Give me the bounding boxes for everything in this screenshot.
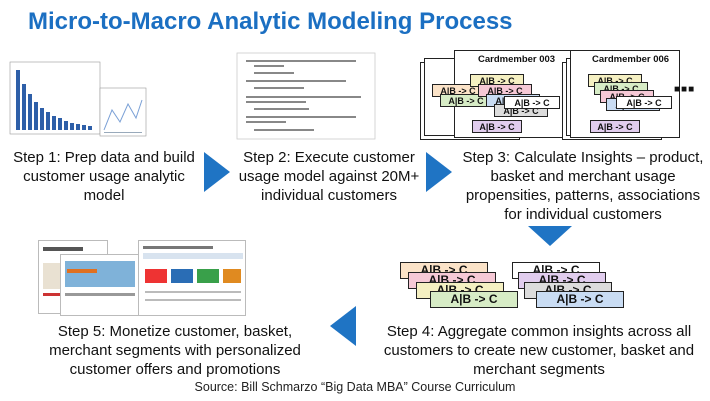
step3-text: Step 3: Calculate Insights – product, ba… xyxy=(462,149,704,223)
rule-chip: A|B -> C xyxy=(536,291,624,308)
step2-text: Step 2: Execute customer usage model aga… xyxy=(238,149,420,204)
step3-cardmember-stacks: Cardmember 003 A|B -> C A|B -> C A|B -> … xyxy=(420,48,700,143)
step1-chart-thumbnail xyxy=(8,60,148,138)
step5-offer-mockups xyxy=(38,240,248,320)
rule-chip: A|B -> C xyxy=(430,291,518,308)
step2-formula-document xyxy=(236,52,376,140)
arrow-left-icon xyxy=(330,306,356,346)
rule-chip: A|B -> C xyxy=(616,96,672,109)
arrow-right-icon xyxy=(204,152,230,192)
cardmember-006-title: Cardmember 006 xyxy=(592,54,670,65)
rule-chip: A|B -> C xyxy=(472,120,522,133)
arrow-right-icon xyxy=(426,152,452,192)
step4-aggregated-rules: A|B -> C A|B -> C A|B -> C A|B -> C A|B … xyxy=(400,262,640,314)
step1-text: Step 1: Prep data and build customer usa… xyxy=(13,149,195,204)
arrow-down-icon xyxy=(528,226,572,246)
offer-page-thumb xyxy=(60,254,140,316)
cardmember-003-title: Cardmember 003 xyxy=(478,54,556,65)
rule-chip: A|B -> C xyxy=(504,96,560,109)
source-caption: Source: Bill Schmarzo “Big Data MBA” Cou… xyxy=(194,380,516,394)
rule-chip: A|B -> C xyxy=(590,120,640,133)
offer-page-thumb xyxy=(138,240,246,316)
more-ellipsis: ■■■ xyxy=(674,84,696,95)
page-title: Micro-to-Macro Analytic Modeling Process xyxy=(28,8,513,35)
step5-text: Step 5: Monetize customer, basket, merch… xyxy=(49,323,301,378)
rule-chip: A|B -> C xyxy=(478,84,532,97)
step4-text: Step 4: Aggregate common insights across… xyxy=(383,323,695,378)
